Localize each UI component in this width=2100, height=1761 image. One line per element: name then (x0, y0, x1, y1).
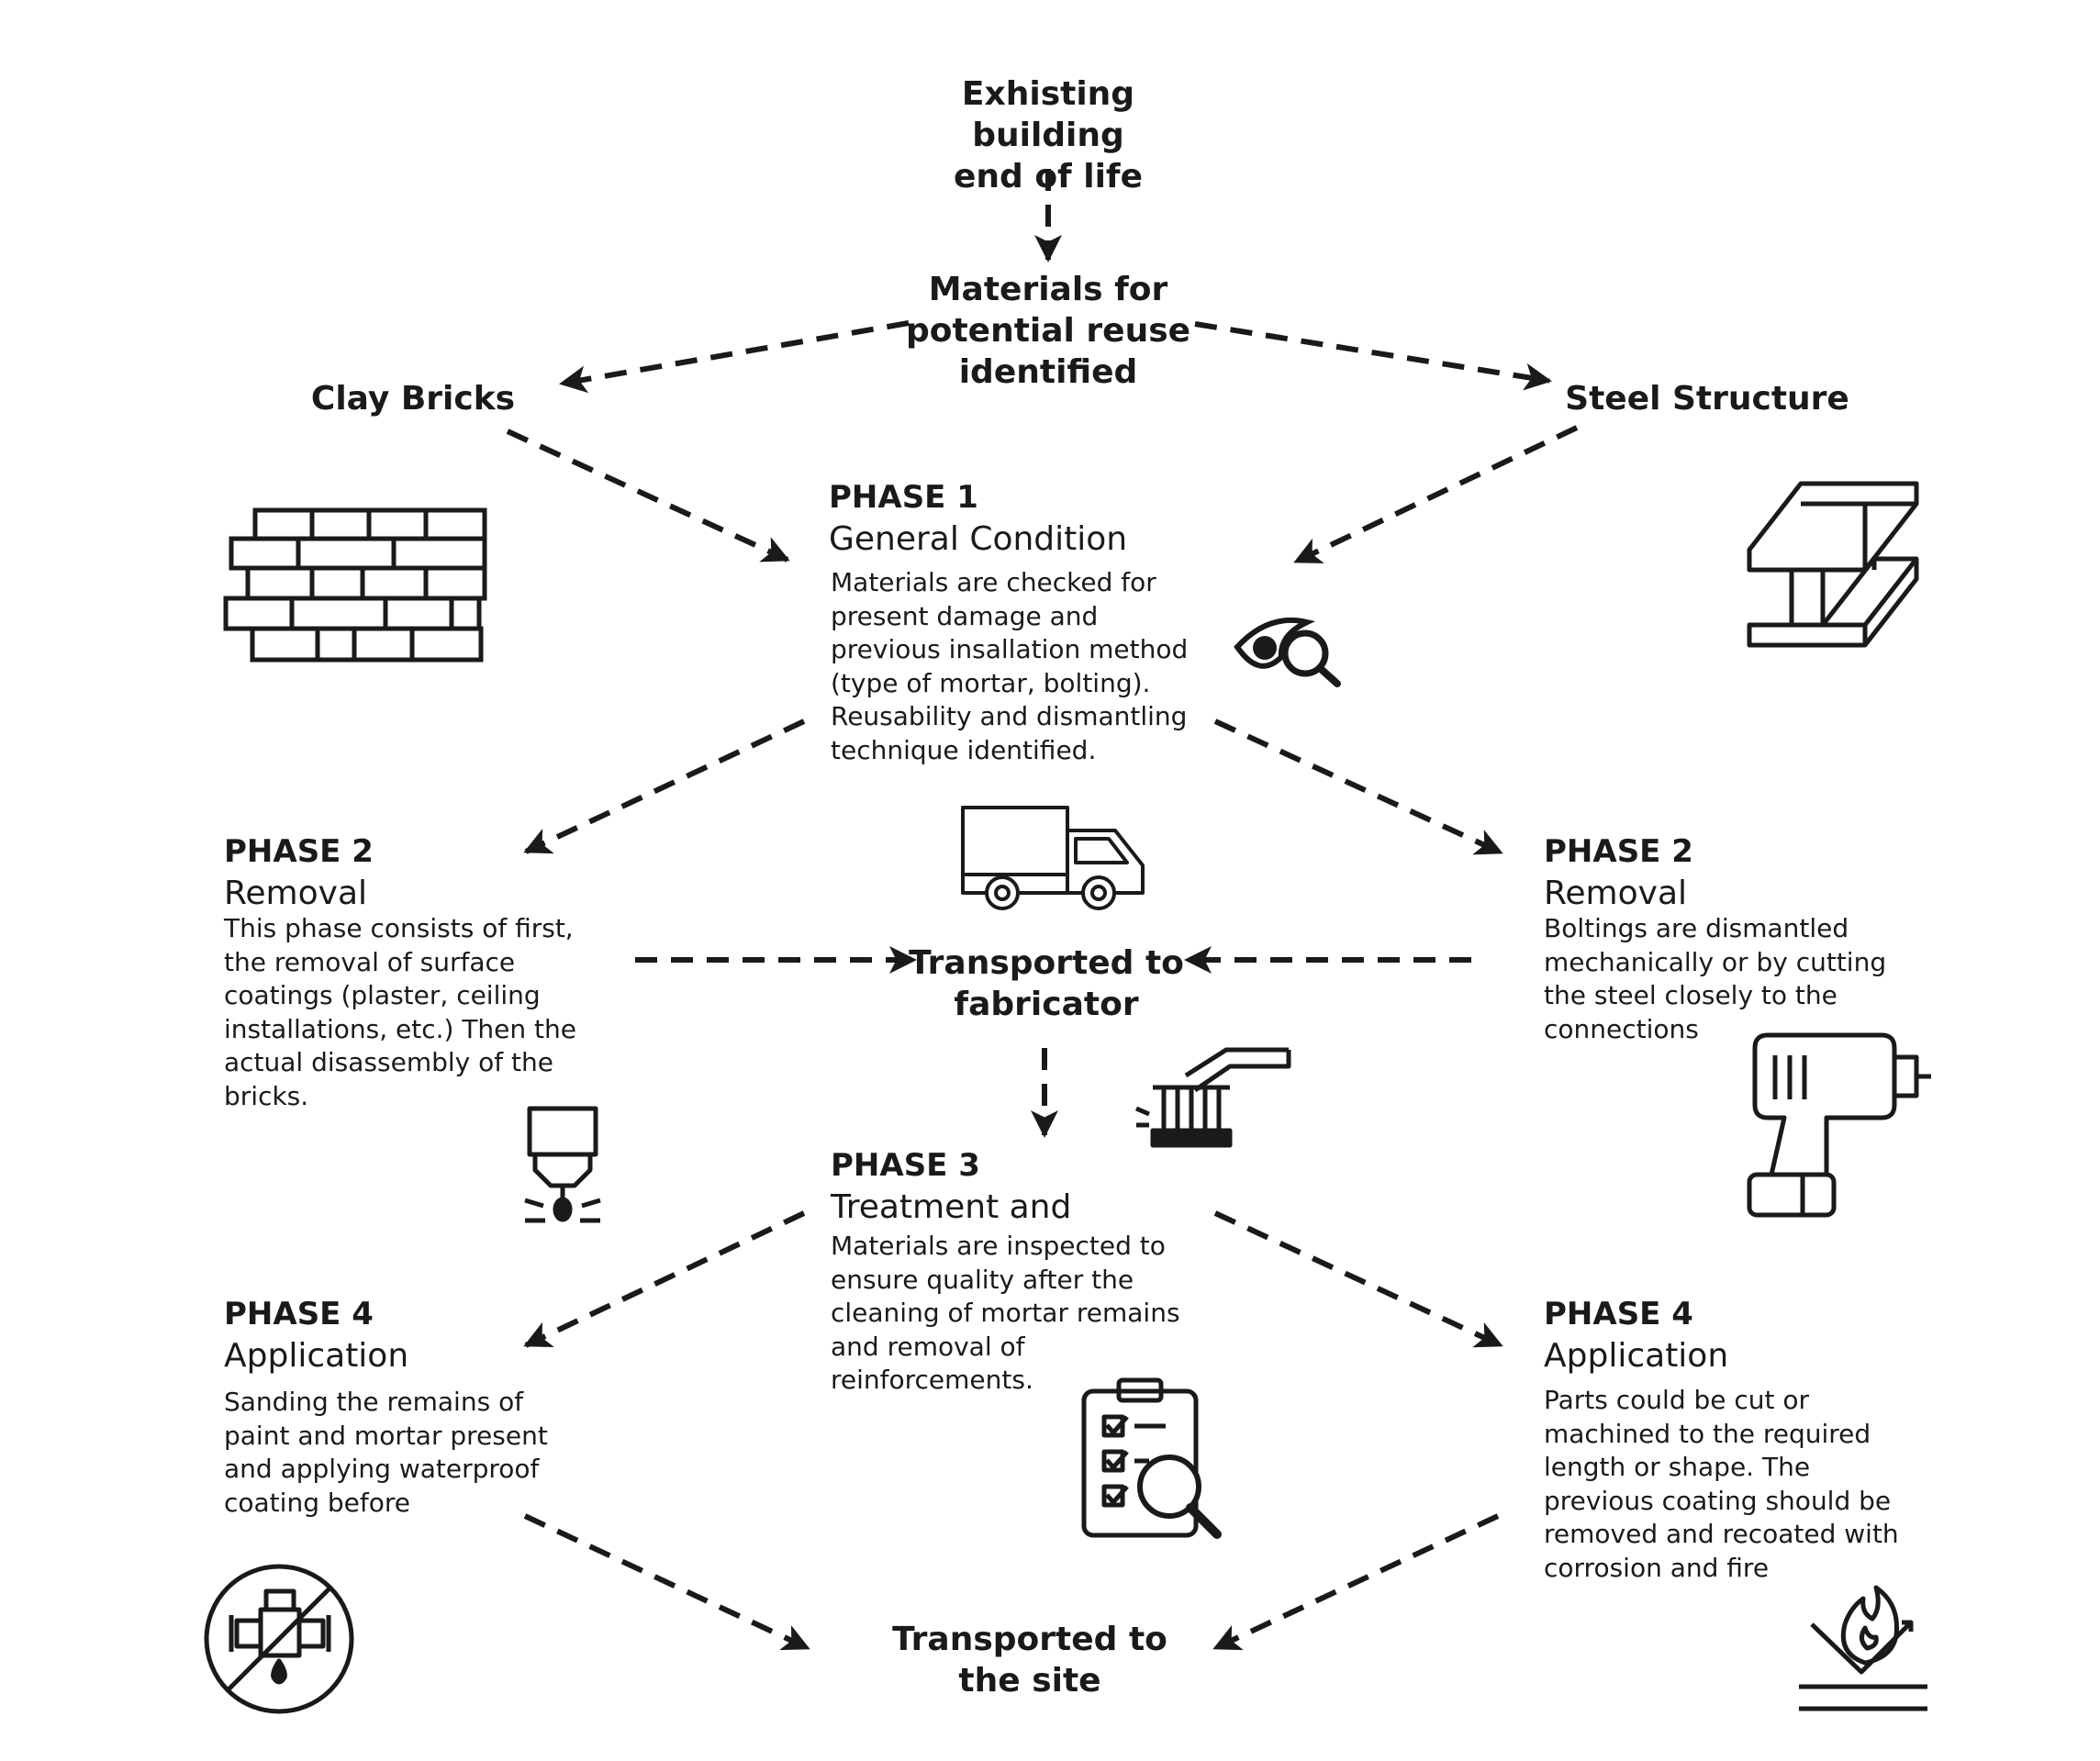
phase4-bricks-title: Application (224, 1337, 409, 1375)
node-clay-bricks: Clay Bricks (310, 380, 516, 418)
arrow-phase3-to-phase4-steel (1213, 1210, 1503, 1348)
phase1-title: General Condition (829, 520, 1128, 558)
arrow-phase1-to-phase2-bricks (523, 719, 806, 854)
arrow-phase4-steel-to-site (1212, 1513, 1500, 1651)
phase4-bricks-label: PHASE 4 (224, 1296, 374, 1332)
brick-wall-icon (223, 507, 487, 663)
phase3-label: PHASE 3 (831, 1147, 980, 1184)
phase4-steel-description: Parts could be cut or machined to the re… (1544, 1385, 1899, 1583)
phase2-bricks-description: This phase consists of first, the remova… (224, 913, 576, 1111)
phase3-title: Treatment and (831, 1188, 1072, 1226)
phase4-steel-label: PHASE 4 (1544, 1296, 1693, 1332)
node-transported-fabricator: Transported to fabricator (909, 944, 1184, 1023)
phase1-label: PHASE 1 (829, 479, 978, 516)
phase2-bricks-title: Removal (224, 875, 368, 912)
node-existing-building: Exhisting building end of life (953, 75, 1144, 195)
cnc-cutter-icon (524, 1106, 601, 1223)
node-transported-site: Transported to the site (892, 1621, 1167, 1700)
fire-coating-icon (1799, 1585, 1927, 1711)
checklist-inspect-icon (1081, 1377, 1222, 1539)
arrow-steel-to-phase1 (1293, 425, 1579, 564)
inspection-eye-icon (1234, 617, 1341, 687)
phase1-description: Materials are checked for present damage… (831, 567, 1189, 765)
arrow-materials-to-steel (1194, 321, 1552, 391)
drill-icon (1747, 1032, 1931, 1218)
node-steel-structure: Steel Structure (1565, 380, 1849, 418)
cleaning-brush-icon (1135, 1047, 1291, 1148)
phase2-steel-description: Boltings are dismantled mechanically or … (1544, 913, 1887, 1044)
arrow-phase1-to-phase2-steel (1213, 719, 1503, 855)
phase4-steel-title: Application (1544, 1337, 1729, 1375)
steel-beam-icon (1747, 481, 1919, 648)
phase2-steel-label: PHASE 2 (1544, 833, 1693, 870)
no-leak-icon (204, 1564, 354, 1714)
phase3-description: Materials are inspected to ensure qualit… (831, 1231, 1180, 1395)
arrow-phase3-to-phase4-bricks (523, 1210, 806, 1348)
phase4-bricks-description: Sanding the remains of paint and mortar … (224, 1387, 548, 1518)
truck-icon (961, 806, 1145, 910)
phase2-steel-title: Removal (1544, 875, 1688, 912)
phase2-bricks-label: PHASE 2 (224, 833, 374, 870)
arrow-phase4-bricks-to-site (523, 1513, 810, 1651)
arrow-materials-to-bricks (559, 320, 910, 394)
arrow-bricks-to-phase1 (506, 429, 790, 563)
node-materials-identified: Materials for potential reuse identified (905, 271, 1191, 391)
